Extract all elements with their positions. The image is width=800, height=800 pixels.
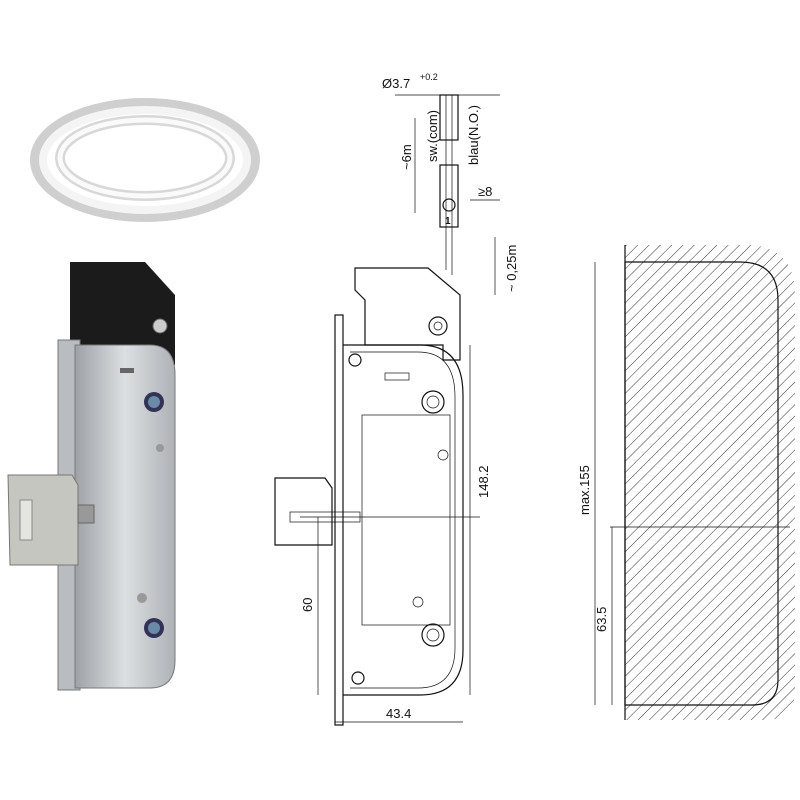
width-label: 43.4 (386, 706, 411, 721)
housing-cutout-drawing (594, 245, 795, 720)
lead-length-label: ~ 0,25m (504, 245, 519, 292)
half-height-label: 63.5 (594, 607, 609, 632)
max-height-label: max.155 (577, 465, 592, 515)
diameter-label: Ø3.7 (382, 76, 410, 91)
cable-coil-image (30, 98, 260, 222)
diameter-tolerance-label: +0.2 (420, 72, 438, 82)
lock-photo (7, 262, 176, 691)
wire-black-label: sw.(com) (425, 110, 440, 162)
min-gap-label: ≥8 (478, 184, 492, 199)
wire-blue-label: blau(N.O.) (466, 105, 481, 165)
bolt-offset-label: 60 (300, 598, 315, 612)
cable-length-label: ~6m (399, 144, 414, 170)
connector-number-label: 1 (445, 216, 451, 227)
lock-side-drawing (274, 94, 500, 726)
height-label: 148.2 (476, 465, 491, 498)
